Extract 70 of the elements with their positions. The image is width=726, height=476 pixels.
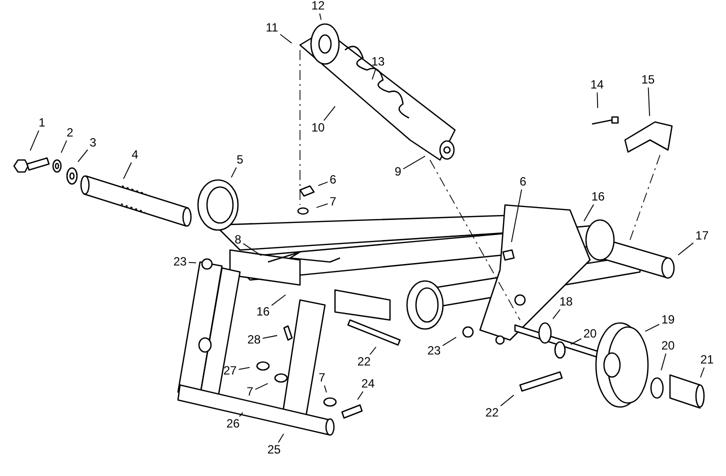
callout-number: 16 xyxy=(590,190,606,204)
leader-line xyxy=(700,367,705,378)
leader-line xyxy=(357,391,364,400)
leader-line xyxy=(78,149,88,162)
leader-line xyxy=(254,383,268,390)
leader-line xyxy=(60,140,68,154)
leader-line xyxy=(188,262,197,264)
callout-number: 16 xyxy=(255,306,271,318)
callout-number: 27 xyxy=(222,364,238,378)
leader-line xyxy=(238,366,250,370)
leader-line xyxy=(442,336,457,346)
callout-number: 25 xyxy=(266,444,282,456)
leader-line xyxy=(648,87,650,116)
callout-number: 23 xyxy=(426,344,442,358)
callout-number: 19 xyxy=(660,314,676,326)
leader-line xyxy=(242,243,262,256)
leader-line xyxy=(370,346,376,355)
callout-number: 2 xyxy=(66,126,74,140)
callout-number: 12 xyxy=(310,0,326,12)
leader-line xyxy=(511,189,522,243)
leader-line xyxy=(584,204,594,222)
callout-number: 5 xyxy=(236,154,244,166)
leader-line xyxy=(230,167,237,178)
leader-line xyxy=(324,385,327,393)
callout-number: 21 xyxy=(699,354,715,366)
leader-line xyxy=(318,182,328,186)
leader-line xyxy=(262,335,278,339)
callout-number: 28 xyxy=(246,334,262,346)
callout-number: 4 xyxy=(130,148,140,162)
leader-line xyxy=(323,106,336,121)
callout-number: 3 xyxy=(88,136,98,150)
leader-line xyxy=(271,294,286,306)
leader-line xyxy=(570,338,582,345)
callout-number: 18 xyxy=(558,296,574,308)
callout-number: 22 xyxy=(356,356,372,368)
leader-line xyxy=(678,242,694,256)
leader-line xyxy=(644,324,660,332)
leader-line xyxy=(280,34,292,44)
leader-line xyxy=(660,353,666,371)
leader-line xyxy=(500,394,514,406)
leader-line xyxy=(402,156,426,170)
callout-number: 11 xyxy=(264,22,280,34)
leader-line xyxy=(316,203,328,208)
leader-line xyxy=(372,69,376,80)
leader-line xyxy=(238,412,244,417)
leader-line xyxy=(596,92,598,108)
callout-number: 17 xyxy=(694,230,710,242)
callout-number: 10 xyxy=(310,122,326,134)
leader-line xyxy=(123,162,132,180)
callout-number: 15 xyxy=(640,74,656,86)
leader-line xyxy=(278,433,284,443)
callout-number: 9 xyxy=(394,166,402,178)
callout-number: 24 xyxy=(360,378,376,390)
callout-number: 6 xyxy=(518,176,528,188)
callout-number: 8 xyxy=(234,234,242,246)
callout-number: 14 xyxy=(589,78,605,92)
leader-line xyxy=(30,130,40,152)
callout-number: 23 xyxy=(172,256,188,268)
callout-number: 20 xyxy=(582,328,598,340)
callout-number: 1 xyxy=(38,116,46,130)
callout-number: 26 xyxy=(225,418,241,430)
callout-number: 7 xyxy=(246,386,254,398)
callout-number: 7 xyxy=(318,372,326,384)
leader-line xyxy=(319,13,322,20)
callout-number: 6 xyxy=(328,174,338,186)
leader-line xyxy=(552,309,561,320)
callout-number: 13 xyxy=(370,56,386,68)
callout-number: 20 xyxy=(660,340,676,352)
callout-number: 22 xyxy=(484,406,500,420)
callout-number: 7 xyxy=(328,196,338,208)
